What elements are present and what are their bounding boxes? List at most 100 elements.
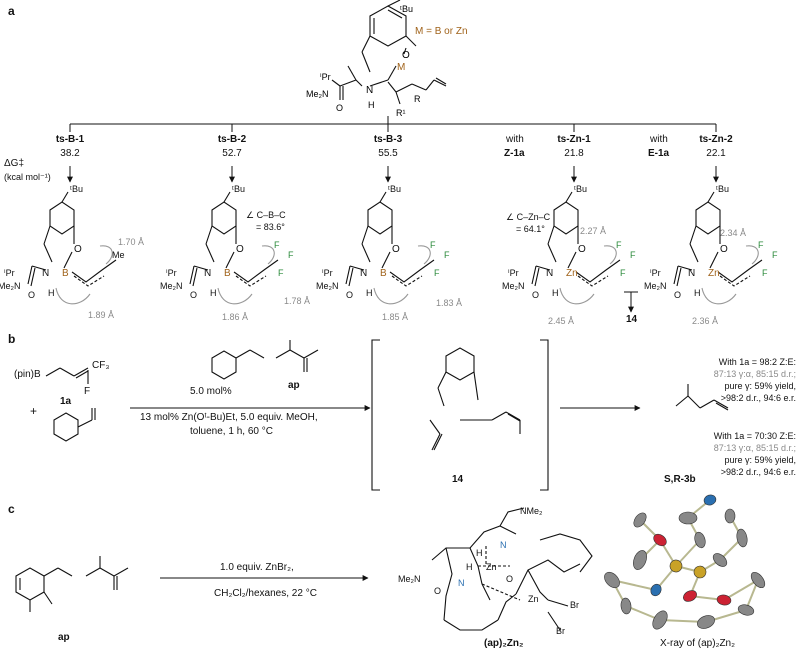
ts-n-5: N — [688, 268, 695, 279]
ts-nme2-1: Me₂N — [0, 281, 21, 291]
product-3b: S,R-3b — [664, 474, 696, 485]
ts-ipr-1: ⁱPr — [4, 268, 15, 278]
ts-dist-1b: 1.89 Å — [88, 310, 115, 320]
xray-atom — [750, 571, 766, 589]
ts-ipr-5: ⁱPr — [650, 268, 661, 278]
ts-metal-3: B — [380, 268, 387, 279]
ts-tbu-1: ᵗBu — [70, 184, 83, 194]
h-label-top: H — [368, 100, 375, 110]
ts-energy-5: 22.1 — [706, 148, 726, 159]
ts-o2-5: O — [674, 290, 681, 300]
atom-br-2: Br — [556, 626, 565, 636]
ts-name-1: ts-B-1 — [55, 134, 85, 145]
xray-atom — [620, 597, 632, 615]
cf3-label: CF₃ — [92, 360, 110, 371]
dg-label: ΔG‡ — [4, 158, 25, 169]
ts-ipr-2: ⁱPr — [166, 268, 177, 278]
ts-dist-4b: 2.45 Å — [548, 316, 575, 326]
ts-energy-4: 21.8 — [564, 148, 584, 159]
ts-energy-3: 55.5 — [378, 148, 398, 159]
ts-o-4: O — [578, 244, 586, 255]
ts-f2-4: F — [630, 250, 636, 260]
tbu-label-top: ᵗBu — [400, 4, 413, 14]
ts-f1-4: F — [616, 240, 622, 250]
catalyst-label: ap — [288, 380, 300, 391]
xray-label: X-ray of (ap)₂Zn₂ — [660, 638, 736, 649]
ts-n-1: N — [42, 268, 49, 279]
ts-nme2-5: Me₂N — [644, 281, 667, 291]
ts-h-5: H — [694, 288, 701, 298]
ts-dist-3b: 1.83 Å — [436, 298, 463, 308]
atom-h-2: H — [466, 562, 473, 572]
reagent-1a: 1a — [60, 396, 72, 407]
ipr-label-top: ⁱPr — [320, 72, 331, 82]
panel-c-drawings — [15, 507, 593, 631]
xray-atom — [724, 508, 736, 524]
ts-o2-4: O — [532, 290, 539, 300]
atom-h-1: H — [476, 548, 483, 558]
top-structure — [331, 0, 447, 105]
ts-f3-4: F — [620, 268, 626, 278]
xray-atom — [716, 594, 732, 606]
ts-angle-2: ∠ C–B–C — [246, 210, 286, 220]
panel-label-a: a — [8, 4, 15, 18]
ts-nme2-3: Me₂N — [316, 281, 339, 291]
ts-sketch-3 — [345, 191, 435, 305]
ts-tbu-3: ᵗBu — [388, 184, 401, 194]
ts-metal-4: Zn — [566, 268, 578, 279]
ts-name-4: ts-Zn-1 — [557, 134, 591, 145]
xray-atom — [683, 590, 697, 602]
ts-nme2-4: Me₂N — [502, 281, 525, 291]
ts-sketch-1 — [27, 191, 117, 305]
ts-energy-2: 52.7 — [222, 148, 242, 159]
ts-dist-2a: 1.86 Å — [222, 312, 249, 322]
panel-label-b: b — [8, 332, 16, 346]
cond-c-1: 1.0 equiv. ZnBr₂, — [220, 562, 294, 573]
product-dimer: (ap)₂Zn₂ — [484, 638, 524, 649]
ts-sketch-4 — [531, 191, 621, 305]
ts-f2-5: F — [772, 250, 778, 260]
ts-energy-1: 38.2 — [60, 148, 80, 159]
ts-n-4: N — [546, 268, 553, 279]
ts-o2-3: O — [346, 290, 353, 300]
ts-metal-2: B — [224, 268, 231, 279]
n-label-top: N — [366, 85, 373, 96]
result-2-line1: With 1a = 70:30 Z:E: — [713, 431, 796, 441]
atom-br-1: Br — [570, 600, 579, 610]
ts-f1-3: F — [430, 240, 436, 250]
ts-o-3: O — [392, 244, 400, 255]
ts-ipr-3: ⁱPr — [322, 268, 333, 278]
ts-h-4: H — [552, 288, 559, 298]
ts-o-1: O — [74, 244, 82, 255]
result-1-line3: pure γ: 59% yield, — [724, 381, 796, 391]
ts-dist-4a: 2.27 Å — [580, 226, 607, 236]
ts-o2-2: O — [190, 290, 197, 300]
xray-atom — [697, 615, 715, 629]
ts-f3-2: F — [278, 268, 284, 278]
ts-ipr-4: ⁱPr — [508, 268, 519, 278]
xray-atom — [650, 583, 662, 597]
result-2-line3: pure γ: 59% yield, — [724, 455, 796, 465]
ts-o-5: O — [720, 244, 728, 255]
atom-n-1: N — [500, 540, 507, 550]
ts-h-2: H — [210, 288, 217, 298]
ts-f3-3: F — [434, 268, 440, 278]
o2-label-top: O — [336, 103, 343, 113]
atom-me2n: Me₂N — [398, 574, 421, 584]
ts-o-2: O — [236, 244, 244, 255]
plus-sign: + — [30, 404, 38, 418]
ts-nme2-2: Me₂N — [160, 281, 183, 291]
ts-n-2: N — [204, 268, 211, 279]
ts-tbu-5: ᵗBu — [716, 184, 729, 194]
r1-label-top: R¹ — [396, 108, 406, 118]
m-label-top: M — [397, 62, 405, 73]
ts-tbu-4: ᵗBu — [574, 184, 587, 194]
atom-o-2: O — [434, 586, 442, 596]
ts-h-1: H — [48, 288, 55, 298]
pinb-label: (pin)B — [14, 369, 41, 380]
f-label: F — [84, 386, 91, 397]
xray-atom — [678, 511, 698, 525]
ts-name-3: ts-B-3 — [373, 134, 403, 145]
nme2-label-top: Me₂N — [306, 89, 329, 99]
